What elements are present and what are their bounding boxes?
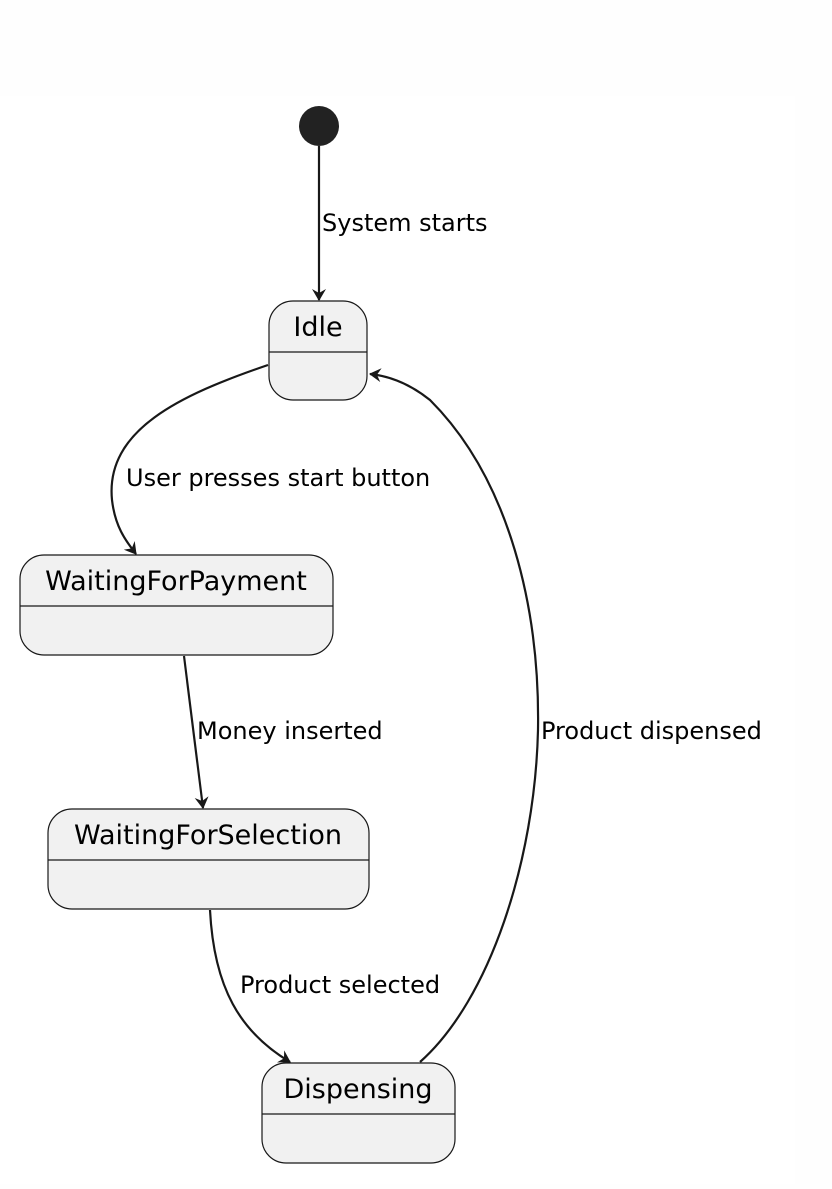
transition-product-dispensed <box>369 368 540 1063</box>
transition-money-inserted <box>182 655 209 809</box>
state-waiting-for-selection: WaitingForSelection <box>47 808 370 910</box>
state-name-dispensing: Dispensing <box>283 1074 432 1105</box>
transition-user-presses-start-button <box>110 363 269 555</box>
transition-product-selected <box>208 909 291 1063</box>
state-name-waiting-for-payment: WaitingForPayment <box>45 566 307 597</box>
state-name-idle: Idle <box>293 312 342 343</box>
state-idle: Idle <box>268 300 368 401</box>
state-name-waiting-for-selection: WaitingForSelection <box>74 820 342 851</box>
transition-label-product-selected: Product selected <box>240 971 440 999</box>
transition-label-system-starts: System starts <box>322 209 488 237</box>
transition-label-money-inserted: Money inserted <box>197 717 383 745</box>
transition-label-user-presses-start-button: User presses start button <box>126 464 430 492</box>
state-waiting-for-payment: WaitingForPayment <box>19 554 334 656</box>
initial-state-node <box>299 106 339 146</box>
transition-label-product-dispensed: Product dispensed <box>541 717 762 745</box>
state-dispensing: Dispensing <box>261 1062 456 1164</box>
